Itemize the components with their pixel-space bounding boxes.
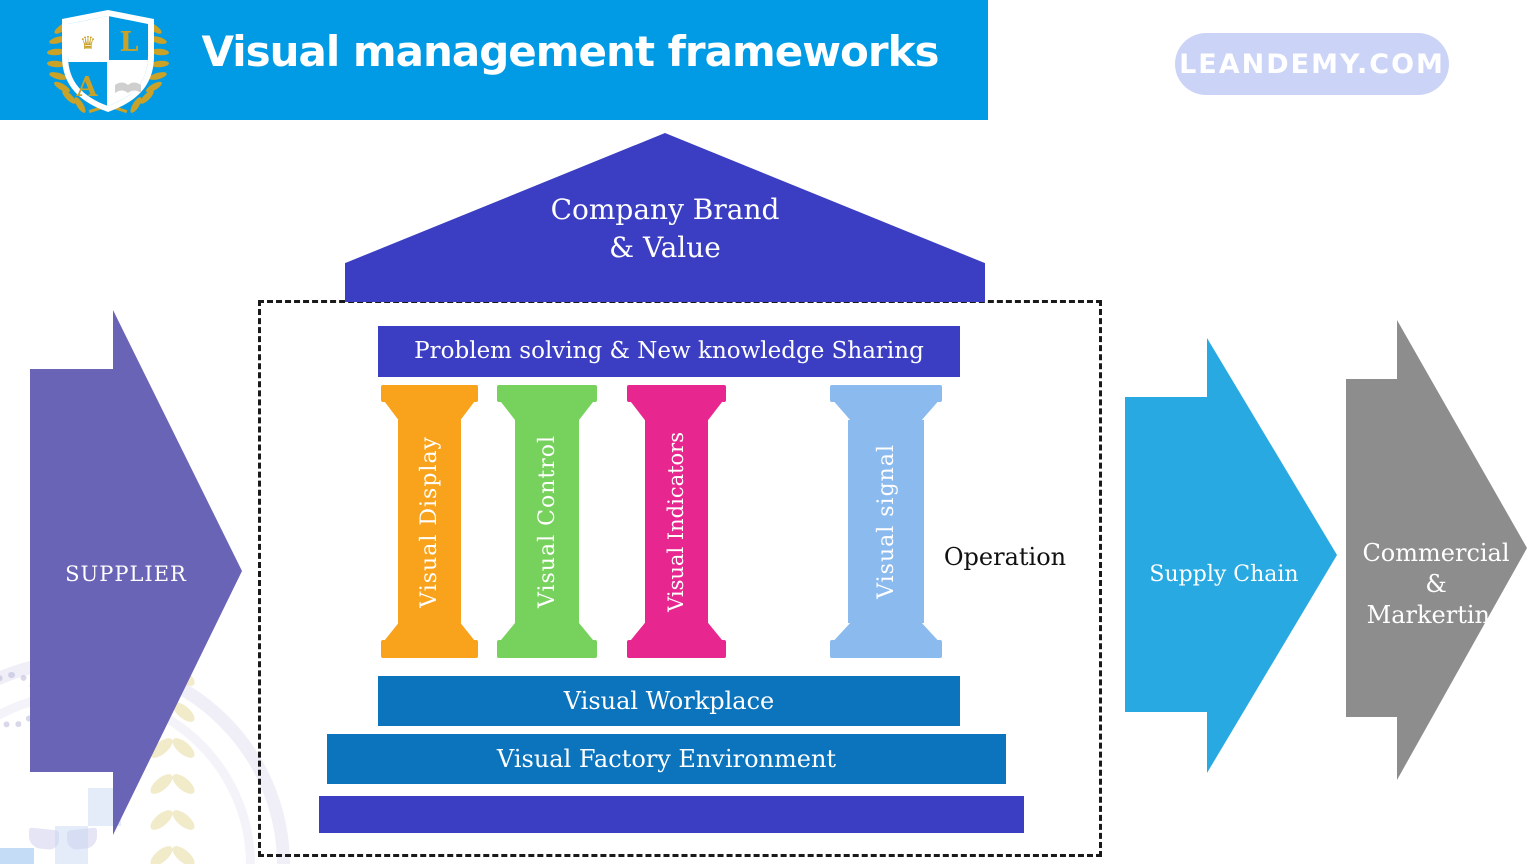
pillar-base — [381, 640, 478, 658]
pillar-capital — [381, 385, 478, 402]
pillar-neck — [630, 623, 723, 640]
roof-label-line1: Company Brand — [550, 193, 780, 226]
roof-label-line2: & Value — [609, 231, 721, 264]
pillar-capital — [497, 385, 597, 402]
roof-company-brand: Company Brand & Value — [345, 133, 985, 302]
pillar-label: Visual signal — [873, 444, 899, 599]
commercial-marketing-arrow — [1346, 320, 1527, 780]
header-bar — [0, 0, 988, 120]
commercial-label-line1: Commercial & — [1362, 539, 1510, 598]
pillar-capital — [830, 385, 942, 402]
pillar-visual-signal: Visual signal — [830, 385, 942, 658]
pillar-neck — [501, 402, 593, 420]
pillar-visual-indicators: Visual Indicators — [627, 385, 726, 658]
leandemy-logo: ♛ L A — [47, 10, 169, 114]
pillar-visual-control: Visual Control — [497, 385, 597, 658]
logo-letter-a: A — [76, 72, 99, 103]
book-icon — [115, 82, 141, 93]
pillar-capital — [627, 385, 726, 402]
pillar-label: Visual Indicators — [664, 431, 689, 612]
brand-badge: LEANDEMY.COM — [1175, 33, 1449, 95]
pillar-shaft: Visual Control — [515, 420, 579, 623]
pillar-visual-display: Visual Display — [381, 385, 478, 658]
supplier-arrow-shape — [30, 310, 242, 835]
pillar-base — [830, 640, 942, 658]
commercial-label-line2: Markerting — [1366, 601, 1506, 629]
pillar-neck — [834, 623, 938, 640]
pillar-neck — [501, 623, 593, 640]
pillar-neck — [834, 402, 938, 420]
foundation-bar — [319, 796, 1024, 833]
pillar-neck — [384, 402, 475, 420]
pillar-label: Visual Control — [534, 434, 560, 609]
problem-solving-bar: Problem solving & New knowledge Sharing — [378, 326, 960, 377]
pillar-neck — [384, 623, 475, 640]
pillar-base — [497, 640, 597, 658]
supply-chain-arrow-shape — [1125, 338, 1337, 773]
page-title: Visual management frameworks — [201, 27, 939, 76]
watermark-corner — [0, 848, 34, 864]
commercial-marketing-label: Commercial & Markerting — [1352, 538, 1520, 631]
pillar-shaft: Visual signal — [848, 420, 924, 623]
visual-factory-environment-bar: Visual Factory Environment — [327, 734, 1006, 784]
supplier-arrow — [30, 310, 242, 835]
visual-workplace-bar: Visual Workplace — [378, 676, 960, 726]
crown-icon: ♛ — [80, 33, 96, 54]
pillar-base — [627, 640, 726, 658]
watermark-shield-checker — [55, 788, 121, 864]
pillar-label: Visual Display — [416, 435, 442, 608]
pillar-neck — [630, 402, 723, 420]
supplier-label: SUPPLIER — [65, 562, 187, 586]
commercial-marketing-arrow-shape — [1346, 320, 1527, 780]
supply-chain-arrow — [1125, 338, 1337, 773]
logo-letter-l: L — [120, 27, 139, 58]
pillar-shaft: Visual Display — [398, 420, 461, 623]
pillar-shaft: Visual Indicators — [644, 420, 709, 623]
supply-chain-label: Supply Chain — [1149, 562, 1299, 587]
operation-label: Operation — [943, 543, 1067, 571]
